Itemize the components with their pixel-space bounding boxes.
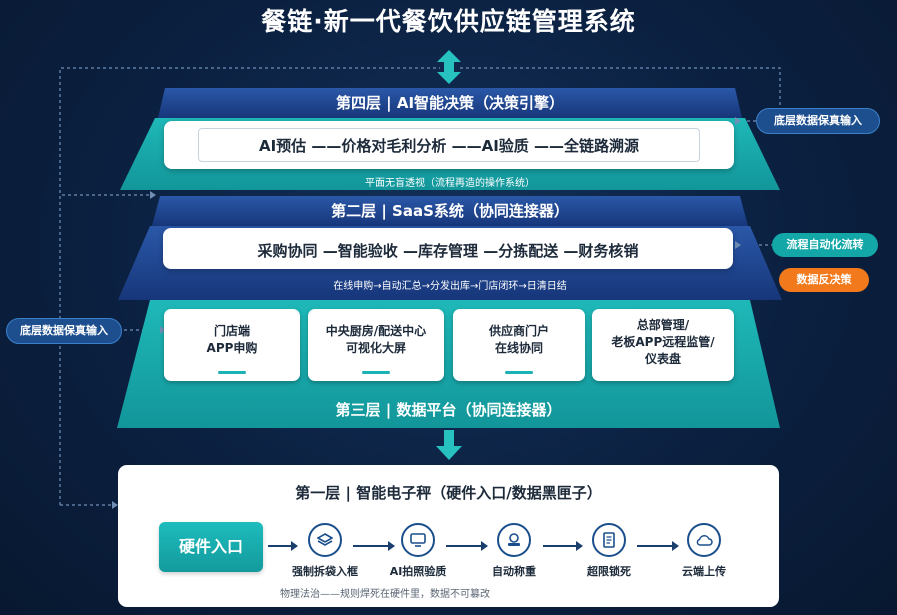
step-label: AI拍照验质: [389, 565, 447, 578]
layer2-band: [152, 196, 748, 226]
layer4-band: [158, 88, 742, 118]
card-hq-management[interactable]: 总部管理/ 老板APP远程监管/ 仪表盘: [592, 309, 734, 381]
step-label: 云端上传: [682, 565, 726, 578]
camera-screen-icon: [401, 523, 435, 557]
step-label: 自动称重: [492, 565, 536, 578]
card-central-kitchen[interactable]: 中央厨房/配送中心 可视化大屏: [308, 309, 444, 381]
layers-icon: [308, 523, 342, 557]
top-double-arrow-icon: [437, 50, 461, 84]
layer2-flow-panel: [163, 228, 733, 269]
scale-icon: [497, 523, 531, 557]
layer4-flow-panel: [164, 121, 734, 169]
step-auto-weigh: 自动称重: [474, 523, 554, 579]
step-unpack: 强制拆袋入框: [285, 523, 365, 579]
hardware-entry-button[interactable]: 硬件入口: [159, 522, 263, 572]
flow-arrow: [353, 541, 395, 551]
step-ai-photo: AI拍照验质: [378, 523, 458, 579]
layer4-subtitle: 平面无盲透视（流程再造的操作系统）: [365, 178, 535, 189]
flow-arrow: [637, 541, 679, 551]
layer2-subtitle: 在线申购→自动汇总→分发出库→门店闭环→日清日结: [333, 281, 567, 292]
step-overlimit-lock: 超限锁死: [569, 523, 649, 579]
side-label-data-input-right: 底层数据保真输入: [756, 108, 880, 134]
side-label-data-input-left: 底层数据保真输入: [6, 318, 122, 344]
layer4-flow: AI预估 ——价格对毛利分析 ——AI验质 ——全链路溯源: [258, 137, 640, 155]
layer1-title: 第一层 | 智能电子秤（硬件入口/数据黑匣子）: [295, 484, 602, 502]
card-label: 总部管理/ 老板APP远程监管/ 仪表盘: [611, 318, 715, 366]
layer2-flow: 采购协同 —智能验收 —库存管理 —分拣配送 —财务核销: [257, 242, 639, 260]
down-arrow-icon: [436, 430, 462, 460]
card-label: 供应商门户 在线协同: [488, 324, 549, 355]
step-label: 强制拆袋入框: [292, 565, 358, 578]
layer1-footnote: 物理法治——规则焊死在硬件里，数据不可篡改: [280, 589, 490, 600]
lock-doc-icon: [592, 523, 626, 557]
card-store-app[interactable]: 门店端 APP申购: [164, 309, 300, 381]
flow-arrow: [268, 541, 298, 551]
layer3-title: 第三层 | 数据平台（协同连接器）: [335, 401, 562, 419]
card-supplier-portal[interactable]: 供应商门户 在线协同: [453, 309, 585, 381]
side-label-data-decision: 数据反决策: [779, 268, 869, 292]
step-label: 超限锁死: [587, 565, 631, 578]
layer4-title: 第四层 | AI智能决策（决策引擎）: [335, 94, 565, 112]
page-title: 餐链·新一代餐饮供应链管理系统: [261, 7, 636, 36]
flow-arrow: [446, 541, 488, 551]
card-label: 中央厨房/配送中心 可视化大屏: [325, 324, 427, 355]
layer2-title: 第二层 | SaaS系统（协同连接器）: [331, 202, 569, 220]
step-cloud-upload: 云端上传: [664, 523, 744, 579]
card-label: 门店端 APP申购: [206, 324, 258, 355]
flow-arrow: [543, 541, 583, 551]
side-label-process-automation: 流程自动化流转: [772, 233, 878, 257]
cloud-icon: [687, 523, 721, 557]
